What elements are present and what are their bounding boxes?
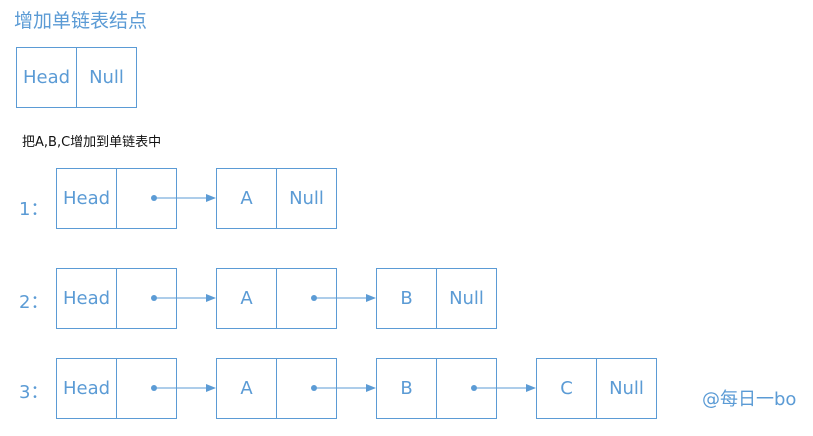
node-pointer-cell: Null: [437, 268, 497, 329]
node-value-cell: A: [216, 268, 277, 329]
step-2-arrows: [151, 294, 376, 302]
step-3-arrows: [151, 384, 536, 392]
instruction-text: 把A,B,C增加到单链表中: [22, 135, 162, 150]
node-value-cell: Head: [56, 268, 117, 329]
node-value-cell: A: [216, 168, 277, 229]
step-3-label: 3：: [19, 382, 49, 403]
node-value-cell: C: [536, 358, 597, 419]
node-pointer-cell: Null: [277, 168, 337, 229]
initial-next-cell: Null: [77, 47, 137, 108]
page-title: 增加单链表结点: [14, 10, 148, 32]
node-value-cell: B: [376, 268, 437, 329]
node-value-cell: Head: [56, 168, 117, 229]
node-value-cell: B: [376, 358, 437, 419]
node-value-cell: A: [216, 358, 277, 419]
initial-head-cell: Head: [16, 47, 77, 108]
watermark: @每日一bo: [702, 389, 797, 410]
step-2-label: 2：: [19, 292, 49, 313]
node-value-cell: Head: [56, 358, 117, 419]
node-pointer-cell: Null: [597, 358, 657, 419]
step-1-label: 1：: [19, 199, 49, 220]
step-1-arrows: [151, 194, 216, 202]
